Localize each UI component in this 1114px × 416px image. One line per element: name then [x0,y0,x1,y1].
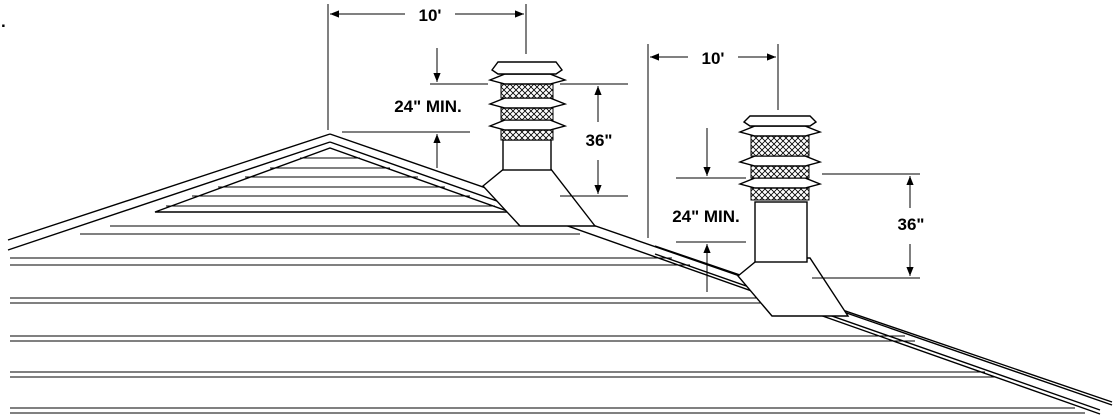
dimension-labels: 10' 10' 24" MIN. 24" MIN. 36" 36" [368,6,929,236]
left-cap-height-label: 36" [586,131,613,150]
right-chimney [737,115,850,317]
right-cap-height-label: 36" [898,215,925,234]
right-min-clearance-label: 24" MIN. [672,207,740,226]
right-horizontal-label: 10' [702,49,725,68]
lower-roof [654,245,1113,411]
corner-mark: . [1,12,6,31]
gable-roof [7,133,1113,415]
left-horizontal-label: 10' [419,6,442,25]
left-min-clearance-label: 24" MIN. [394,97,462,116]
left-chimney [481,61,597,227]
siding-lines [10,257,1085,414]
dimension-lines [327,4,920,292]
